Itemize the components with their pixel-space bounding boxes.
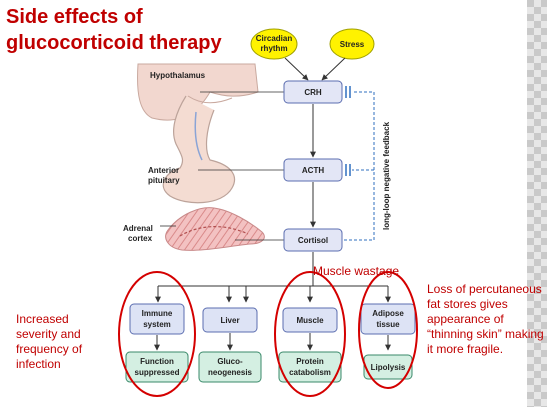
- box-gluconeogenesis: [198, 351, 262, 383]
- label-effect-liver-1: Gluco-: [217, 357, 243, 366]
- input-circadian-rhythm: [250, 28, 298, 60]
- highlight-ellipse-adipose: [358, 271, 418, 389]
- negative-feedback-loop: [344, 86, 375, 241]
- annotation-infection-line-4: infection: [16, 357, 61, 371]
- label-hypothalamus: Hypothalamus: [150, 71, 206, 80]
- label-cortisol: Cortisol: [298, 236, 328, 245]
- box-immune-system: [129, 303, 185, 335]
- box-acth: [283, 158, 343, 182]
- label-adrenal-cortex-1: Adrenal: [123, 224, 153, 233]
- decorative-side-strip: [527, 0, 547, 407]
- label-immune-line-2: system: [143, 320, 171, 329]
- adrenal-illustration: [165, 207, 265, 251]
- box-muscle: [282, 307, 338, 333]
- label-adipose-line-1: Adipose: [372, 309, 404, 318]
- highlight-ellipse-immune: [118, 271, 196, 397]
- label-effect-immune-2: suppressed: [135, 368, 180, 377]
- title-line-1: Side effects of: [6, 6, 143, 28]
- label-anterior-pituitary-2: pituitary: [148, 176, 180, 185]
- label-anterior-pituitary-1: Anterior: [148, 166, 179, 175]
- box-liver: [202, 307, 258, 333]
- label-adrenal-cortex-2: cortex: [128, 234, 153, 243]
- label-effect-liver-2: neogenesis: [208, 368, 253, 377]
- input-stress: [329, 28, 375, 60]
- title-line-2: glucocorticoid therapy: [6, 32, 222, 54]
- box-adipose-tissue: [360, 303, 416, 335]
- annotation-infection-line-2: severity and: [16, 327, 81, 341]
- box-lipolysis: [363, 354, 413, 380]
- label-effect-muscle-2: catabolism: [289, 368, 331, 377]
- input-stress-label: Stress: [340, 40, 365, 49]
- box-crh: [283, 80, 343, 104]
- annotation-skin-line-4: “thinning skin” making: [427, 327, 544, 341]
- label-muscle: Muscle: [296, 316, 324, 325]
- annotation-infection-line-3: frequency of: [16, 342, 83, 356]
- box-protein-catabolism: [278, 351, 342, 383]
- label-effect-adipose: Lipolysis: [371, 363, 406, 372]
- box-cortisol: [283, 228, 343, 252]
- annotation-skin-line-1: Loss of percutaneous: [427, 282, 542, 296]
- label-acth: ACTH: [302, 166, 324, 175]
- label-liver: Liver: [220, 316, 239, 325]
- arrow-stress-to-crh: [321, 57, 346, 81]
- input-circadian-line-2: rhythm: [260, 44, 287, 53]
- annotation-muscle-wastage: Muscle wastage: [313, 264, 400, 278]
- label-feedback: long-loop negative feedback: [382, 121, 391, 230]
- slide-title: Side effects of glucocorticoid therapy: [6, 4, 256, 56]
- annotation-skin-line-5: it more fragile.: [427, 342, 504, 356]
- highlight-ellipse-muscle: [274, 271, 346, 397]
- input-circadian-line-1: Circadian: [256, 34, 293, 43]
- brain-illustration: [137, 63, 259, 204]
- arrow-circadian-to-crh: [284, 57, 309, 81]
- annotation-infection-line-1: Increased: [16, 312, 69, 326]
- annotation-skin-line-3: appearance of: [427, 312, 504, 326]
- label-effect-immune-1: Function: [140, 357, 174, 366]
- box-function-suppressed: [125, 351, 189, 383]
- annotation-skin-line-2: fat stores gives: [427, 297, 508, 311]
- label-immune-line-1: Immune: [142, 309, 173, 318]
- annotation-infection: Increased severity and frequency of infe…: [16, 312, 116, 372]
- annotation-skin: Loss of percutaneous fat stores gives ap…: [427, 282, 547, 357]
- label-crh: CRH: [304, 88, 322, 97]
- label-effect-muscle-1: Protein: [296, 357, 324, 366]
- label-adipose-line-2: tissue: [376, 320, 400, 329]
